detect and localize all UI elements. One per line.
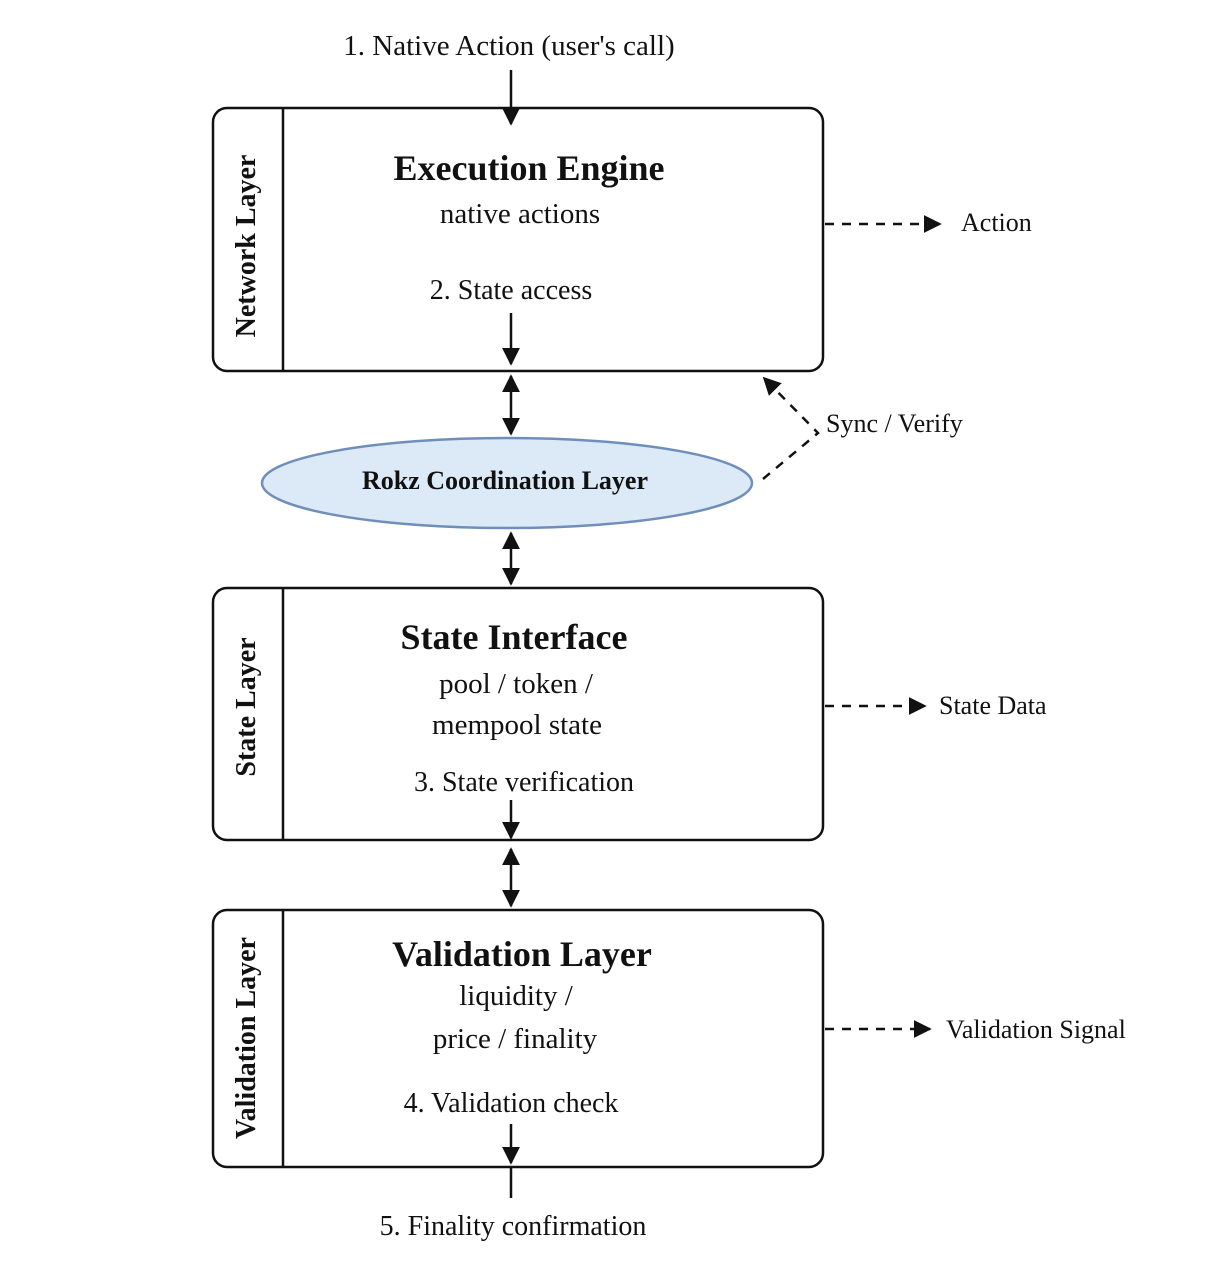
validation-check-step: 4. Validation check [403, 1088, 619, 1119]
state-layer-side-label: State Layer [231, 637, 262, 777]
execution-engine-line-1: native actions [439, 198, 601, 230]
network-layer-side-label: Network Layer [231, 154, 262, 338]
state-data-output-label: State Data [939, 691, 1047, 720]
sync-verify-arrow [762, 376, 820, 480]
validation-layer-box [211, 908, 825, 1169]
state-layer-box [211, 586, 825, 842]
state-interface-line-1: pool / token / [439, 668, 593, 700]
state-interface-line-2: mempool state [432, 709, 602, 741]
validation-layer-side-label: Validation Layer [231, 937, 262, 1139]
input-label: 1. Native Action (user's call) [343, 30, 675, 62]
validation-layer-line-1: liquidity / [459, 980, 573, 1012]
coordination-layer-label: Rokz Coordination Layer [362, 466, 648, 495]
state-interface-title: State Interface [400, 617, 628, 657]
state-verification-step: 3. State verification [413, 767, 635, 798]
state-access-step: 2. State access [429, 275, 593, 306]
validation-signal-output-label: Validation Signal [946, 1015, 1126, 1044]
finality-confirmation-label: 5. Finality confirmation [379, 1211, 647, 1242]
validation-layer-title: Validation Layer [392, 934, 652, 974]
execution-engine-title: Execution Engine [393, 148, 665, 188]
validation-layer-line-2: price / finality [432, 1023, 598, 1055]
coordination-layer-ellipse [260, 436, 754, 530]
sync-verify-label: Sync / Verify [826, 409, 963, 438]
action-output-label: Action [961, 208, 1032, 237]
